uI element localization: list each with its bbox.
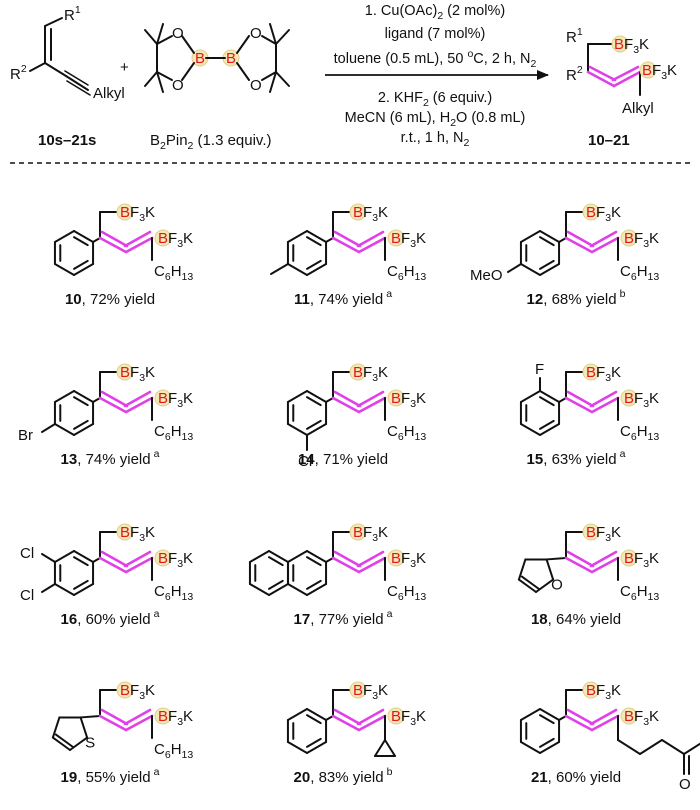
hexyl-label: C6H13 <box>620 583 659 603</box>
reaction-conditions: 1. Cu(OAc)2 (2 mol%) ligand (7 mol%) tol… <box>334 3 537 149</box>
chloro-label: Cl <box>20 545 34 562</box>
hexyl-label: C6H13 <box>387 423 426 443</box>
bf3k-group: BF3K <box>353 364 388 384</box>
svg-text:R2: R2 <box>10 63 27 83</box>
svg-text:1. Cu(OAc)2 (2 mol%): 1. Cu(OAc)2 (2 mol%) <box>365 3 505 22</box>
chloro-label: Cl <box>298 453 312 470</box>
svg-text:Alkyl: Alkyl <box>622 100 654 117</box>
svg-text:MeCN (6 mL), H2O (0.8 mL): MeCN (6 mL), H2O (0.8 mL) <box>345 110 526 129</box>
hexyl-label: C6H13 <box>154 583 193 603</box>
bf3k-group: BF3K <box>158 550 193 570</box>
bf3k-group: BF3K <box>353 204 388 224</box>
methoxy-label: MeO <box>470 267 503 284</box>
bf3k-group: BF3K <box>158 708 193 728</box>
plus-sign: + <box>120 59 129 76</box>
bf3k-group: BF3K <box>624 550 659 570</box>
svg-text:Alkyl: Alkyl <box>93 85 125 102</box>
bf3k-group: BF3K <box>158 230 193 250</box>
svg-text:B: B <box>195 50 205 67</box>
bf3k-group: BF3K <box>624 230 659 250</box>
fluoro-label: F <box>535 361 544 378</box>
bf3k-group: BF3K <box>586 524 621 544</box>
svg-text:O: O <box>250 25 262 42</box>
svg-text:2. KHF2 (6 equiv.): 2. KHF2 (6 equiv.) <box>378 90 492 109</box>
hexyl-label: C6H13 <box>387 263 426 283</box>
hexyl-label: C6H13 <box>154 423 193 443</box>
svg-text:R1: R1 <box>64 4 81 24</box>
svg-text:O: O <box>172 25 184 42</box>
chloro-label: Cl <box>20 587 34 604</box>
bf3k-group: BF3K <box>158 390 193 410</box>
product-caption: 10, 72% yield <box>65 291 155 308</box>
product-caption: 18, 64% yield <box>531 611 621 628</box>
bf3k-group: BF3K <box>391 550 426 570</box>
bf3k-group: BF3K <box>391 390 426 410</box>
heteroatom-label: O <box>551 577 563 594</box>
bf3k-group: BF3K <box>353 524 388 544</box>
product-general: R1 R2 BF3K BF3K Alkyl <box>566 26 677 117</box>
bf3k-group: BF3K <box>353 682 388 702</box>
product-21: BF3KBF3KOO21, 60% yield <box>519 681 700 793</box>
bf3k-group: BF3K <box>624 708 659 728</box>
svg-text:ligand (7 mol%): ligand (7 mol%) <box>385 26 486 42</box>
bromo-label: Br <box>18 427 33 444</box>
bf3k-group: BF3K <box>120 524 155 544</box>
reagent-b2pin2: B B O O O O <box>144 23 290 94</box>
svg-text:O: O <box>172 77 184 94</box>
svg-text:R2: R2 <box>566 64 583 84</box>
svg-text:B: B <box>226 50 236 67</box>
hexyl-label: C6H13 <box>154 263 193 283</box>
svg-text:BF3K: BF3K <box>642 62 677 82</box>
bf3k-group: BF3K <box>586 204 621 224</box>
hexyl-label: C6H13 <box>154 741 193 761</box>
bf3k-group: BF3K <box>391 230 426 250</box>
reactant-label: 10s–21s <box>38 132 96 149</box>
reactant-enyne: R1 R2 Alkyl <box>10 4 125 102</box>
bf3k-group: BF3K <box>120 364 155 384</box>
product-label: 10–21 <box>588 132 630 149</box>
hexyl-label: C6H13 <box>620 263 659 283</box>
bf3k-group: BF3K <box>586 682 621 702</box>
svg-text:toluene (0.5 mL), 50 oC, 2 h,: toluene (0.5 mL), 50 oC, 2 h, N2 <box>334 48 537 70</box>
svg-text:R1: R1 <box>566 26 583 46</box>
reagent-label: B2Pin2 (1.3 equiv.) <box>150 132 271 152</box>
svg-text:O: O <box>250 77 262 94</box>
svg-text:BF3K: BF3K <box>614 36 649 56</box>
hexyl-label: C6H13 <box>387 583 426 603</box>
oxygen-label: O <box>679 776 691 793</box>
product-caption: 21, 60% yield <box>531 769 621 786</box>
heteroatom-label: S <box>85 735 95 752</box>
product-caption: 14, 71% yield <box>298 451 388 468</box>
bf3k-group: BF3K <box>391 708 426 728</box>
bf3k-group: BF3K <box>586 364 621 384</box>
bf3k-group: BF3K <box>120 204 155 224</box>
svg-text:r.t., 1 h, N2: r.t., 1 h, N2 <box>401 130 470 149</box>
bf3k-group: BF3K <box>624 390 659 410</box>
bf3k-group: BF3K <box>120 682 155 702</box>
hexyl-label: C6H13 <box>620 423 659 443</box>
